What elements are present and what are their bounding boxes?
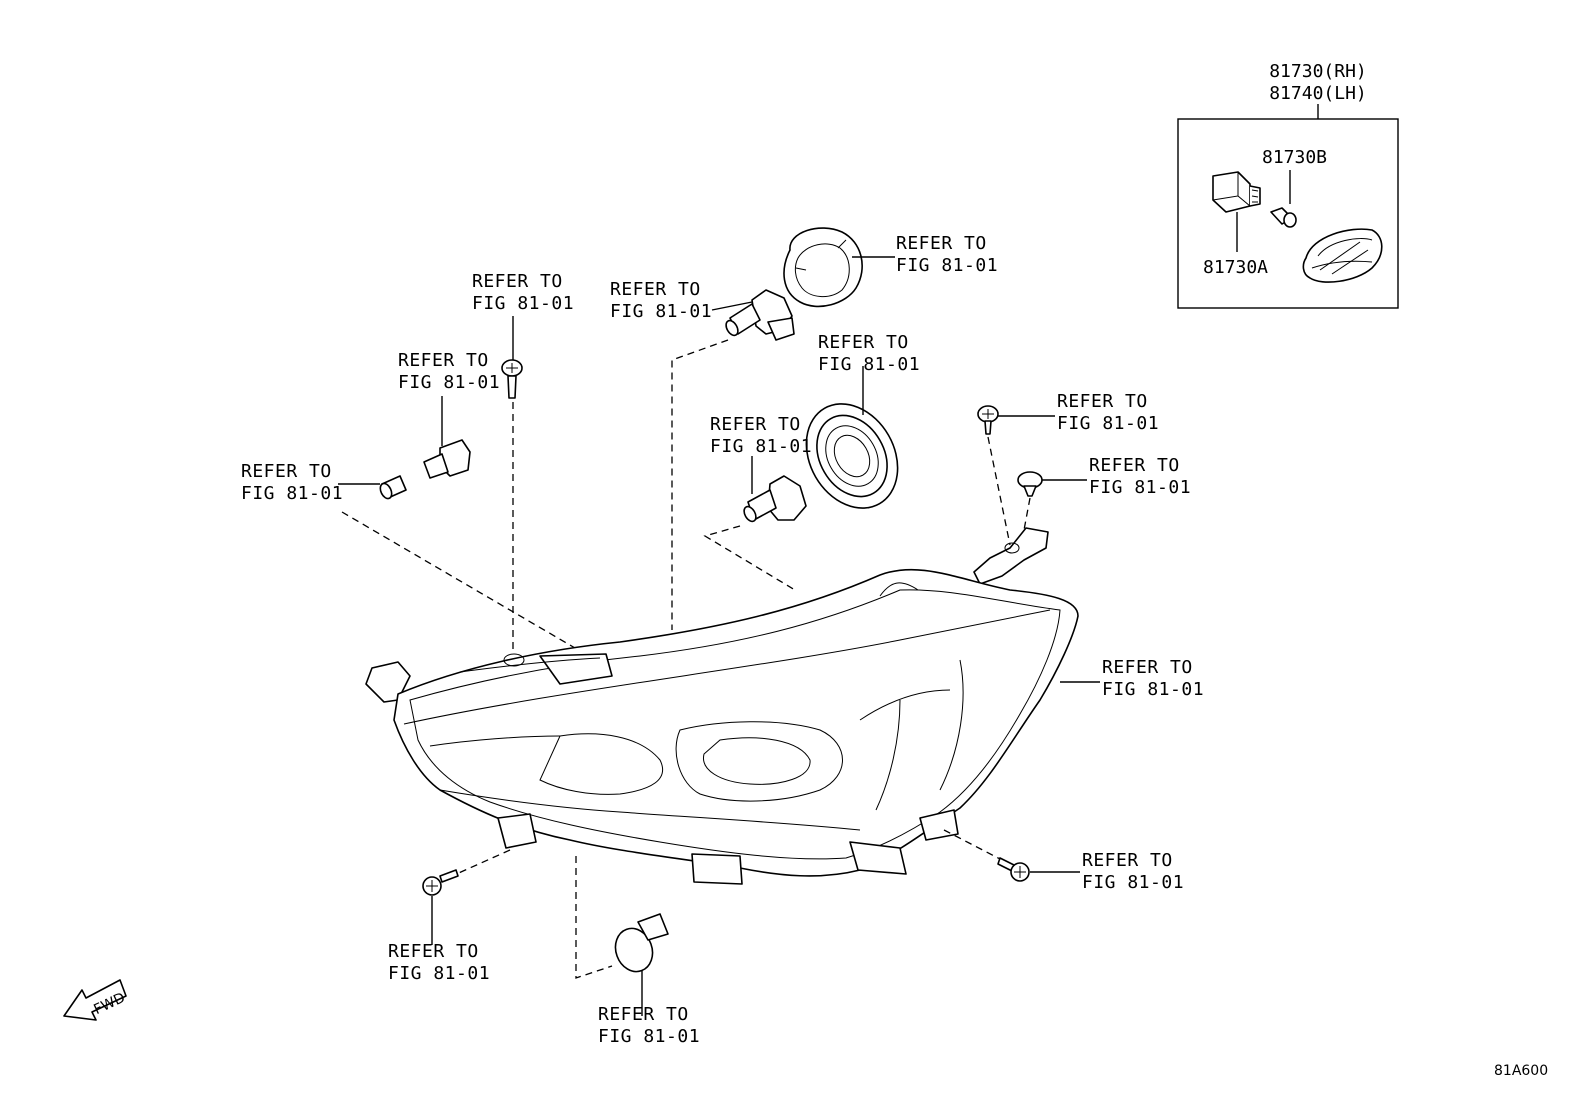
callout-label: REFER TO xyxy=(598,1004,689,1025)
callout-label: REFER TO xyxy=(610,279,701,300)
screw-icon xyxy=(997,857,1030,882)
headlamp-housing xyxy=(365,527,1079,885)
callout-label: REFER TO xyxy=(710,414,801,435)
wedge-bulb-icon xyxy=(379,475,407,500)
callout-label: FIG 81-01 xyxy=(896,255,998,276)
headlamp-bulb-icon xyxy=(725,289,795,341)
turn-signal-bulb-icon xyxy=(614,913,669,973)
part-code-81730b: 81730B xyxy=(1262,147,1327,168)
callout-label: REFER TO xyxy=(1057,391,1148,412)
callout-label: FIG 81-01 xyxy=(610,301,712,322)
clip-icon xyxy=(1017,471,1043,497)
assembly-code-lh: 81740(LH) xyxy=(1269,83,1367,104)
callout-label: REFER TO xyxy=(241,461,332,482)
assembly-code-rh: 81730(RH) xyxy=(1269,61,1367,82)
callout-label: FIG 81-01 xyxy=(472,293,574,314)
callout-label: FIG 81-01 xyxy=(398,372,500,393)
callout-label: FIG 81-01 xyxy=(1082,872,1184,893)
callout-label: FIG 81-01 xyxy=(1089,477,1191,498)
marker-bulb-icon xyxy=(1270,207,1297,228)
callout-label: REFER TO xyxy=(1082,850,1173,871)
marker-lens-icon xyxy=(1302,228,1383,283)
fwd-arrow-icon: FWD xyxy=(63,979,128,1021)
position-socket-icon xyxy=(423,439,471,479)
callout-label: FIG 81-01 xyxy=(818,354,920,375)
part-code-81730a: 81730A xyxy=(1203,257,1268,278)
callout-label: REFER TO xyxy=(388,941,479,962)
diagram-id: 81A600 xyxy=(1494,1063,1548,1079)
screw-icon xyxy=(422,869,459,896)
callout-label: REFER TO xyxy=(472,271,563,292)
inset-box xyxy=(1177,118,1399,309)
lower-bulb-icon xyxy=(743,475,807,523)
side-marker-inset: 81730(RH) 81740(LH) 81730B 81730A xyxy=(1177,61,1399,309)
callout-label: REFER TO xyxy=(398,350,489,371)
callout-label: FIG 81-01 xyxy=(1057,413,1159,434)
callout-label: FIG 81-01 xyxy=(1102,679,1204,700)
callout-label: FIG 81-01 xyxy=(710,436,812,457)
callout-label: REFER TO xyxy=(818,332,909,353)
screw-icon xyxy=(501,359,523,399)
screw-icon xyxy=(977,405,999,435)
callout-label: FIG 81-01 xyxy=(388,963,490,984)
callout-label: REFER TO xyxy=(896,233,987,254)
callout-label: FIG 81-01 xyxy=(241,483,343,504)
callout-label: FIG 81-01 xyxy=(598,1026,700,1047)
marker-socket-icon xyxy=(1212,171,1261,213)
callout-label: REFER TO xyxy=(1102,657,1193,678)
socket-cover-ring xyxy=(783,227,863,308)
callout-label: REFER TO xyxy=(1089,455,1180,476)
projector-ring xyxy=(805,403,899,509)
